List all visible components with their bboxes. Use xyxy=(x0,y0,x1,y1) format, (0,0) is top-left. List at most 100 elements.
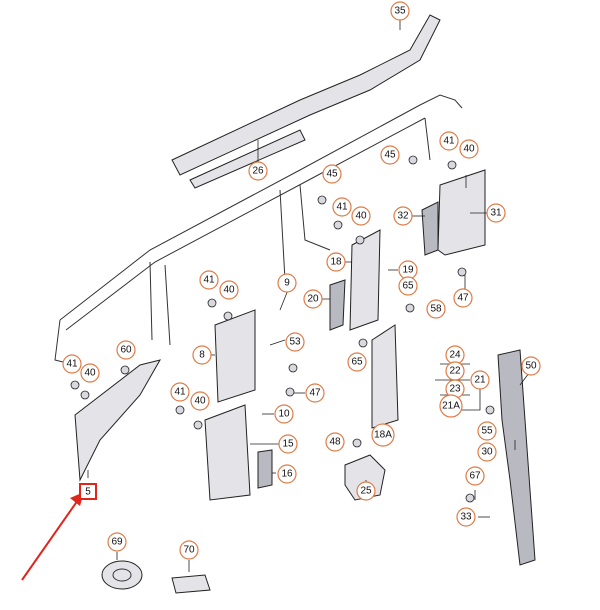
hardware xyxy=(70,155,495,503)
b-pillar-trim xyxy=(329,229,399,429)
a-pillar-trim xyxy=(204,309,273,501)
callout-47b[interactable]: 47 xyxy=(305,383,325,403)
callout-65a[interactable]: 65 xyxy=(398,276,418,296)
svg-text:50: 50 xyxy=(525,361,537,372)
svg-text:47: 47 xyxy=(457,293,469,304)
callout-41a[interactable]: 41 xyxy=(439,131,459,151)
callout-48[interactable]: 48 xyxy=(325,432,345,452)
callout-26[interactable]: 26 xyxy=(248,161,268,181)
svg-text:47: 47 xyxy=(309,388,321,399)
svg-text:31: 31 xyxy=(490,208,502,219)
callout-19[interactable]: 19 xyxy=(398,260,418,280)
svg-text:40: 40 xyxy=(223,285,235,296)
callout-41c[interactable]: 41 xyxy=(199,270,219,290)
svg-text:53: 53 xyxy=(289,337,301,348)
callout-8[interactable]: 8 xyxy=(192,345,212,365)
seal-30 xyxy=(497,349,536,566)
callout-69[interactable]: 69 xyxy=(107,532,127,552)
svg-text:65: 65 xyxy=(351,357,363,368)
callout-32[interactable]: 32 xyxy=(393,206,413,226)
callout-22[interactable]: 22 xyxy=(445,361,465,381)
svg-text:30: 30 xyxy=(481,447,493,458)
callout-35[interactable]: 35 xyxy=(390,1,410,21)
svg-text:26: 26 xyxy=(252,166,264,177)
pillar-trim-5 xyxy=(74,359,162,482)
tape-roll xyxy=(101,560,143,590)
callout-24[interactable]: 24 xyxy=(445,345,465,365)
svg-text:40: 40 xyxy=(463,144,475,155)
callout-41b[interactable]: 41 xyxy=(332,197,352,217)
svg-text:21A: 21A xyxy=(442,401,460,412)
svg-text:41: 41 xyxy=(443,136,455,147)
callout-33[interactable]: 33 xyxy=(456,507,476,527)
foam-pad xyxy=(171,574,211,594)
svg-text:70: 70 xyxy=(183,545,195,556)
svg-text:10: 10 xyxy=(278,409,290,420)
callout-55[interactable]: 55 xyxy=(477,421,497,441)
callout-40a[interactable]: 40 xyxy=(459,139,479,159)
svg-text:65: 65 xyxy=(402,281,414,292)
callout-45a[interactable]: 45 xyxy=(380,145,400,165)
callout-40d[interactable]: 40 xyxy=(80,363,100,383)
callout-15[interactable]: 15 xyxy=(278,434,298,454)
svg-text:24: 24 xyxy=(449,350,461,361)
callout-53[interactable]: 53 xyxy=(285,332,305,352)
svg-text:22: 22 xyxy=(449,366,461,377)
svg-text:45: 45 xyxy=(326,169,338,180)
svg-text:20: 20 xyxy=(307,294,319,305)
callout-40b[interactable]: 40 xyxy=(351,206,371,226)
callout-18A[interactable]: 18A xyxy=(371,423,395,447)
svg-text:35: 35 xyxy=(394,6,406,17)
svg-text:25: 25 xyxy=(360,486,372,497)
callout-5-highlighted[interactable]: 5 xyxy=(79,483,97,500)
svg-text:8: 8 xyxy=(199,350,205,361)
callout-47a[interactable]: 47 xyxy=(453,288,473,308)
svg-text:32: 32 xyxy=(397,211,409,222)
callout-21[interactable]: 21 xyxy=(470,370,490,390)
callout-40c[interactable]: 40 xyxy=(219,280,239,300)
callout-41e[interactable]: 41 xyxy=(170,382,190,402)
svg-text:23: 23 xyxy=(449,384,461,395)
callout-20[interactable]: 20 xyxy=(303,289,323,309)
svg-text:60: 60 xyxy=(120,345,132,356)
svg-text:41: 41 xyxy=(66,359,78,370)
svg-text:15: 15 xyxy=(282,439,294,450)
callout-10[interactable]: 10 xyxy=(274,404,294,424)
svg-text:67: 67 xyxy=(469,471,481,482)
callout-16[interactable]: 16 xyxy=(277,464,297,484)
svg-text:45: 45 xyxy=(384,150,396,161)
svg-text:41: 41 xyxy=(203,275,215,286)
callout-18[interactable]: 18 xyxy=(326,252,346,272)
svg-text:58: 58 xyxy=(430,304,442,315)
callout-50[interactable]: 50 xyxy=(521,356,541,376)
svg-text:18: 18 xyxy=(330,257,342,268)
callout-25[interactable]: 25 xyxy=(356,481,376,501)
svg-text:33: 33 xyxy=(460,512,472,523)
callout-45b[interactable]: 45 xyxy=(322,164,342,184)
callout-31[interactable]: 31 xyxy=(486,203,506,223)
rear-panel-31 xyxy=(421,169,486,256)
callout-30[interactable]: 30 xyxy=(477,442,497,462)
svg-text:19: 19 xyxy=(402,265,414,276)
svg-text:18A: 18A xyxy=(374,430,392,441)
roof-trim xyxy=(171,14,441,189)
callout-65b[interactable]: 65 xyxy=(347,352,367,372)
svg-text:9: 9 xyxy=(284,278,290,289)
svg-text:48: 48 xyxy=(329,437,341,448)
callout-67[interactable]: 67 xyxy=(465,466,485,486)
svg-text:41: 41 xyxy=(336,202,348,213)
callout-40e[interactable]: 40 xyxy=(190,391,210,411)
callout-21A[interactable]: 21A xyxy=(439,394,463,418)
callout-70[interactable]: 70 xyxy=(179,540,199,560)
svg-text:69: 69 xyxy=(111,537,123,548)
callout-60[interactable]: 60 xyxy=(116,340,136,360)
callout-9[interactable]: 9 xyxy=(277,273,297,293)
svg-text:40: 40 xyxy=(355,211,367,222)
highlight-arrow xyxy=(21,492,84,581)
svg-text:41: 41 xyxy=(174,387,186,398)
svg-text:55: 55 xyxy=(481,426,493,437)
svg-text:5: 5 xyxy=(85,487,91,498)
callout-58[interactable]: 58 xyxy=(426,299,446,319)
callout-41d[interactable]: 41 xyxy=(62,354,82,374)
